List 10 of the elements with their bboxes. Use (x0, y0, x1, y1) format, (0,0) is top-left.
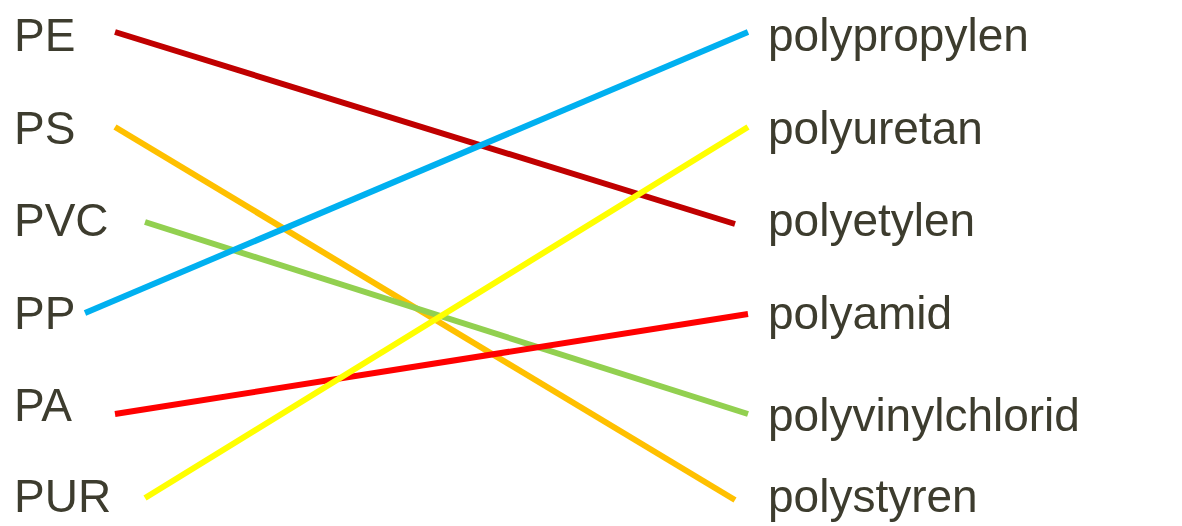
node-label: PUR (14, 473, 112, 519)
node-label: PE (14, 12, 76, 58)
node-label: PS (14, 105, 76, 151)
node-label: PP (14, 290, 76, 336)
connector-line (83, 29, 750, 316)
connector-line (114, 29, 736, 227)
connector-line (144, 219, 749, 417)
node-label: PA (14, 382, 72, 428)
connector-line (114, 311, 749, 417)
node-label: PVC (14, 197, 109, 243)
